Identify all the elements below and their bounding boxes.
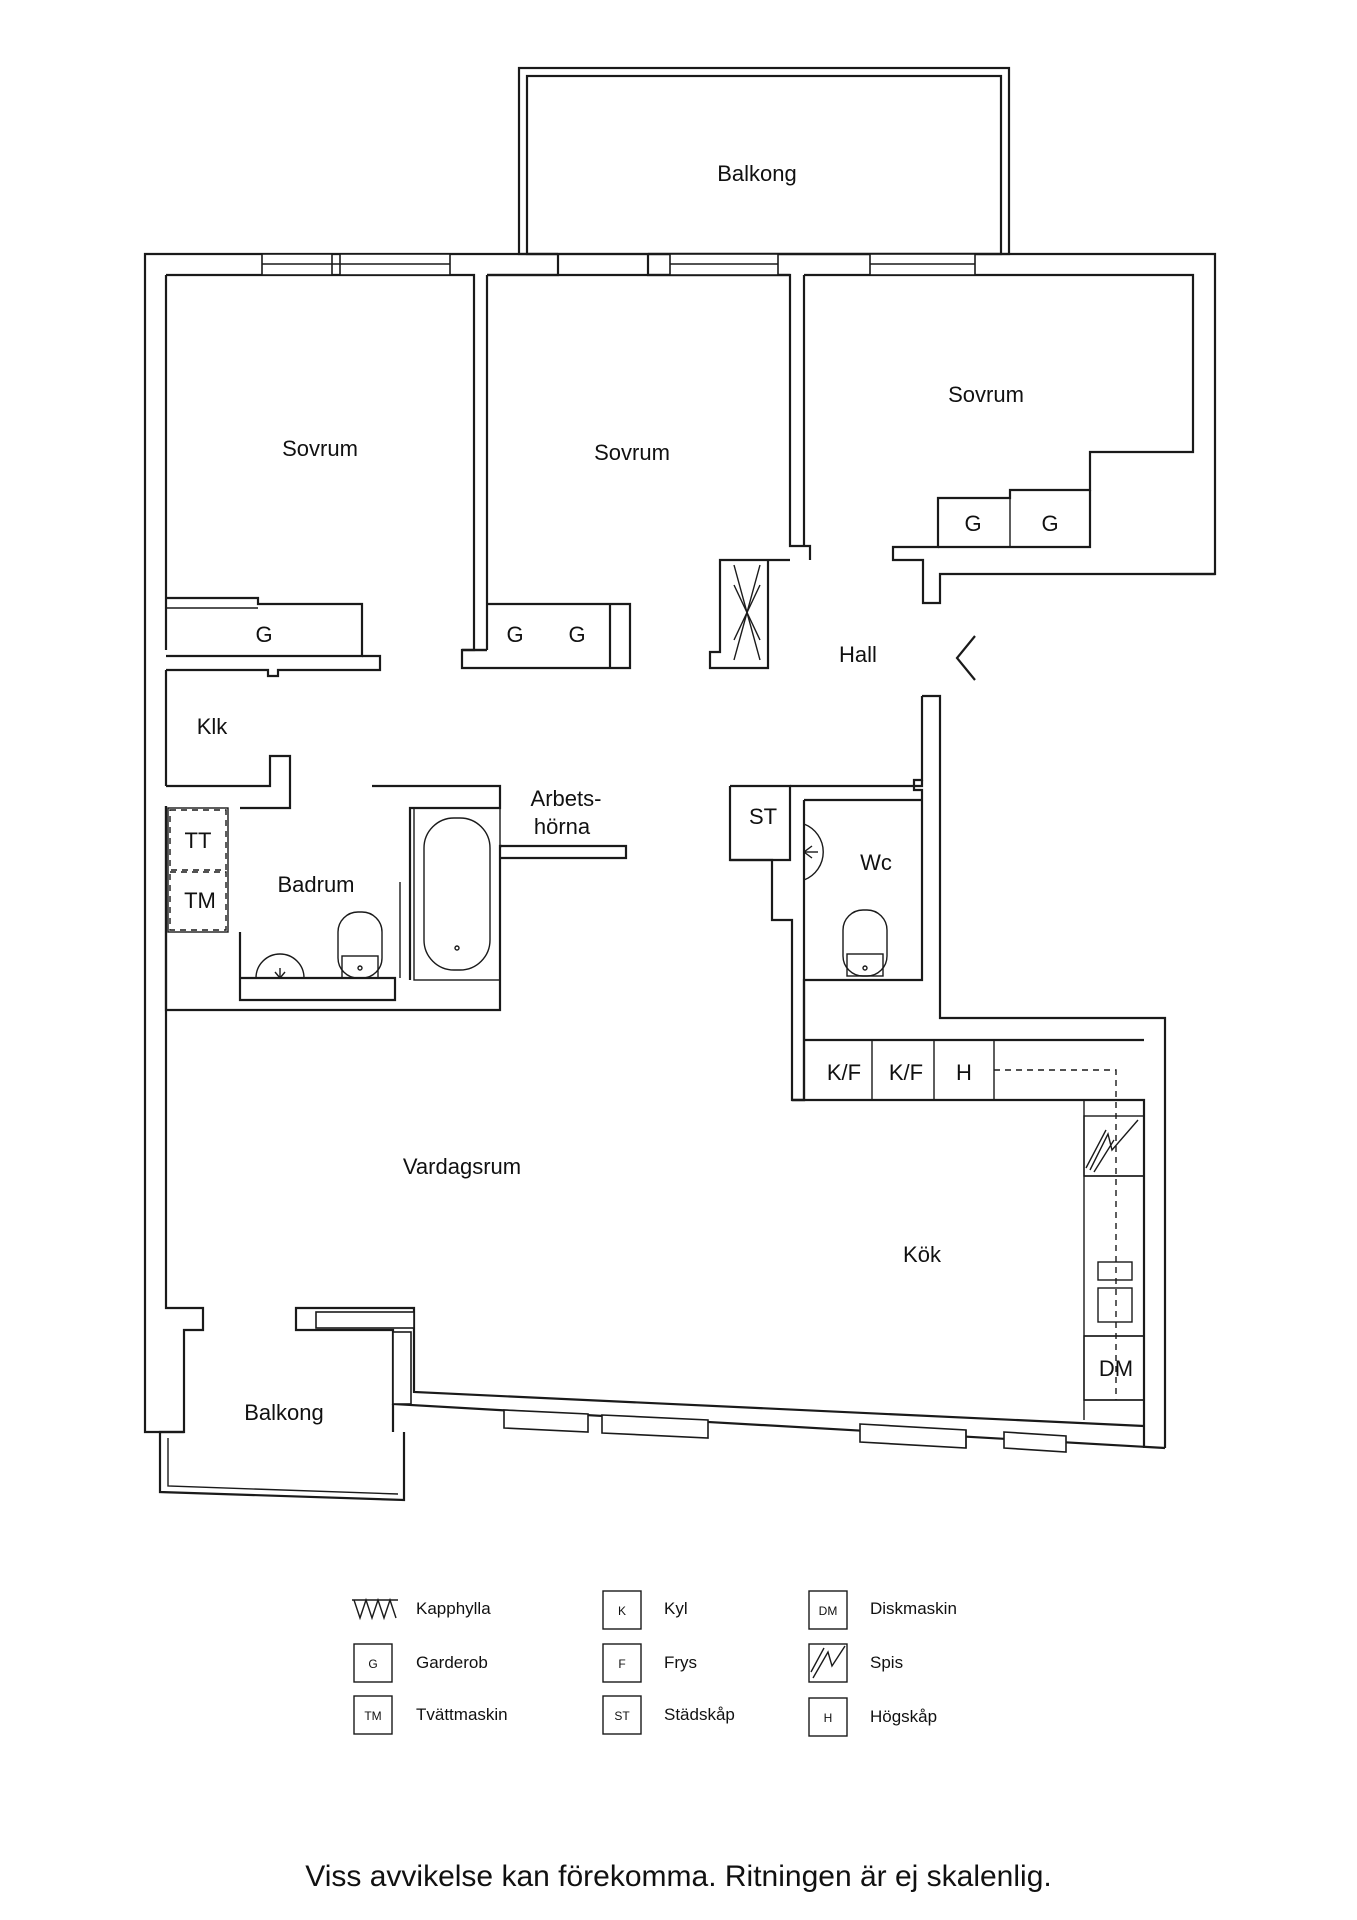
fridge-freezer-label: K/F [889,1060,923,1085]
bathroom [164,784,502,1012]
fridge-icon: K [602,1590,642,1630]
tall-cabinet-label: H [956,1060,972,1085]
legend-label: Städskåp [664,1705,735,1724]
label-sovrum-3: Sovrum [948,382,1024,407]
kitchen [792,1038,1146,1448]
legend-label: Spis [870,1653,903,1672]
legend-label: Frys [664,1653,697,1672]
dishwasher-icon: DM [808,1590,848,1630]
label-sovrum-2: Sovrum [594,440,670,465]
balcony-bottom [158,1430,406,1502]
label-arbets-line1: Arbets- [531,786,602,811]
label-sovrum-1: Sovrum [282,436,358,461]
label-wc: Wc [860,850,892,875]
wardrobe-label: G [568,622,585,647]
label-kok: Kök [903,1242,942,1267]
bottom-wall [294,1306,1166,1453]
stove-icon [808,1643,848,1683]
bedroom-1 [166,253,489,678]
disclaimer: Viss avvikelse kan förekomma. Ritningen … [305,1860,1052,1893]
legend-label: Diskmaskin [870,1599,957,1618]
dishwasher-label: DM [1099,1356,1133,1381]
label-balkong-bottom: Balkong [244,1400,324,1425]
klk [166,754,292,810]
svg-text:ST: ST [614,1709,630,1723]
svg-text:F: F [618,1657,625,1671]
label-hall: Hall [839,642,877,667]
freezer-icon: F [602,1643,642,1683]
label-balkong-top: Balkong [717,161,797,186]
bedroom-2 [460,253,812,670]
hall [708,558,1167,1448]
cleaning-cabinet-icon: ST [602,1695,642,1735]
wardrobe-icon: G [353,1643,393,1683]
legend: Kapphylla G Garderob TM Tvättmaskin K Ky… [352,1590,957,1737]
washing-machine-icon: TM [353,1695,393,1735]
svg-text:G: G [368,1657,377,1671]
fridge-freezer-label: K/F [827,1060,861,1085]
legend-label: Kyl [664,1599,688,1618]
washing-machine-label: TM [184,888,216,913]
legend-label: Högskåp [870,1707,937,1726]
exterior-walls [143,252,1217,1434]
svg-text:TM: TM [364,1709,381,1723]
svg-text:DM: DM [819,1604,838,1618]
label-badrum: Badrum [277,872,354,897]
wardrobe-label: G [255,622,272,647]
dryer-label: TT [185,828,212,853]
coat-rack-icon [352,1597,398,1621]
wardrobe-label: G [1041,511,1058,536]
svg-text:K: K [618,1604,626,1618]
tall-cabinet-icon: H [808,1697,848,1737]
label-arbets-line2: hörna [534,814,591,839]
wardrobe-label: G [506,622,523,647]
wardrobe-label: G [964,511,981,536]
legend-label: Kapphylla [416,1599,491,1618]
work-corner [500,844,628,860]
svg-text:H: H [824,1711,833,1725]
bedroom-3 [804,253,1215,605]
cleaning-cabinet-label: ST [749,804,777,829]
legend-label: Tvättmaskin [416,1705,508,1724]
label-klk: Klk [197,714,229,739]
legend-label: Garderob [416,1653,488,1672]
label-vardagsrum: Vardagsrum [403,1154,521,1179]
